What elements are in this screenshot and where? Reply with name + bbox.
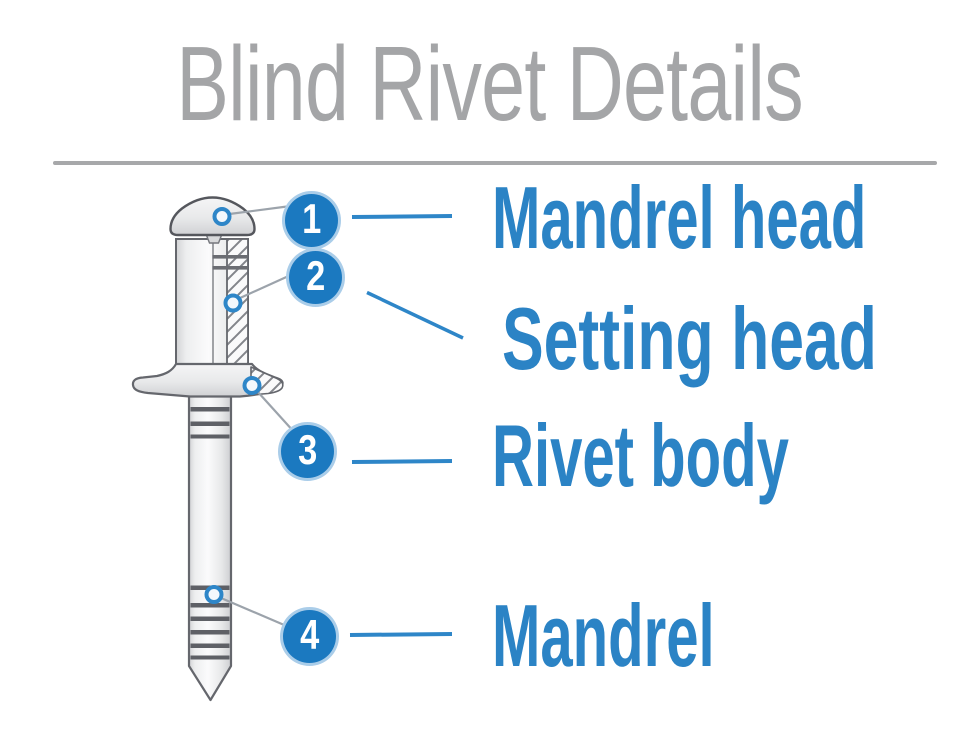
- callout-badge-2: 2: [289, 251, 342, 304]
- marker-dot-4-icon: [204, 585, 224, 604]
- leader-line-4: [349, 632, 453, 637]
- connector-line-2: [239, 272, 294, 300]
- mandrel-head-shape: [169, 196, 256, 244]
- callout-number-1: 1: [301, 195, 322, 242]
- callout-label-rivet-body: Rivet body: [492, 406, 789, 505]
- leader-line-1: [351, 214, 453, 219]
- setting-head-shape: [131, 362, 284, 398]
- leader-line-2: [366, 290, 464, 340]
- mandrel-shape: [187, 394, 233, 702]
- leader-lines: [349, 214, 464, 637]
- marker-dot-2-icon: [223, 293, 243, 313]
- marker-dot-3-icon: [242, 376, 262, 395]
- connector-line-4: [220, 596, 284, 626]
- rivet-body-shape: [175, 238, 249, 373]
- callout-label-setting-head: Setting head: [502, 289, 877, 388]
- callout-number-2: 2: [305, 252, 326, 299]
- leader-line-3: [351, 459, 453, 464]
- title-separator: [53, 161, 937, 165]
- connector-line-1: [229, 205, 288, 216]
- callout-badge-3: 3: [281, 425, 334, 478]
- connector-line-3: [256, 390, 296, 434]
- callout-label-mandrel-head: Mandrel head: [492, 168, 867, 267]
- page-title: Blind Rivet Details: [176, 25, 804, 143]
- callout-number-3: 3: [297, 426, 318, 473]
- connector-lines: [220, 205, 296, 626]
- callout-label-mandrel: Mandrel: [492, 586, 715, 685]
- marker-dot-1-icon: [212, 207, 232, 226]
- callout-number-4: 4: [299, 611, 320, 658]
- callout-badge-1: 1: [285, 194, 338, 247]
- callout-badge-4: 4: [283, 610, 336, 663]
- title-wrap: Blind Rivet Details: [0, 31, 980, 137]
